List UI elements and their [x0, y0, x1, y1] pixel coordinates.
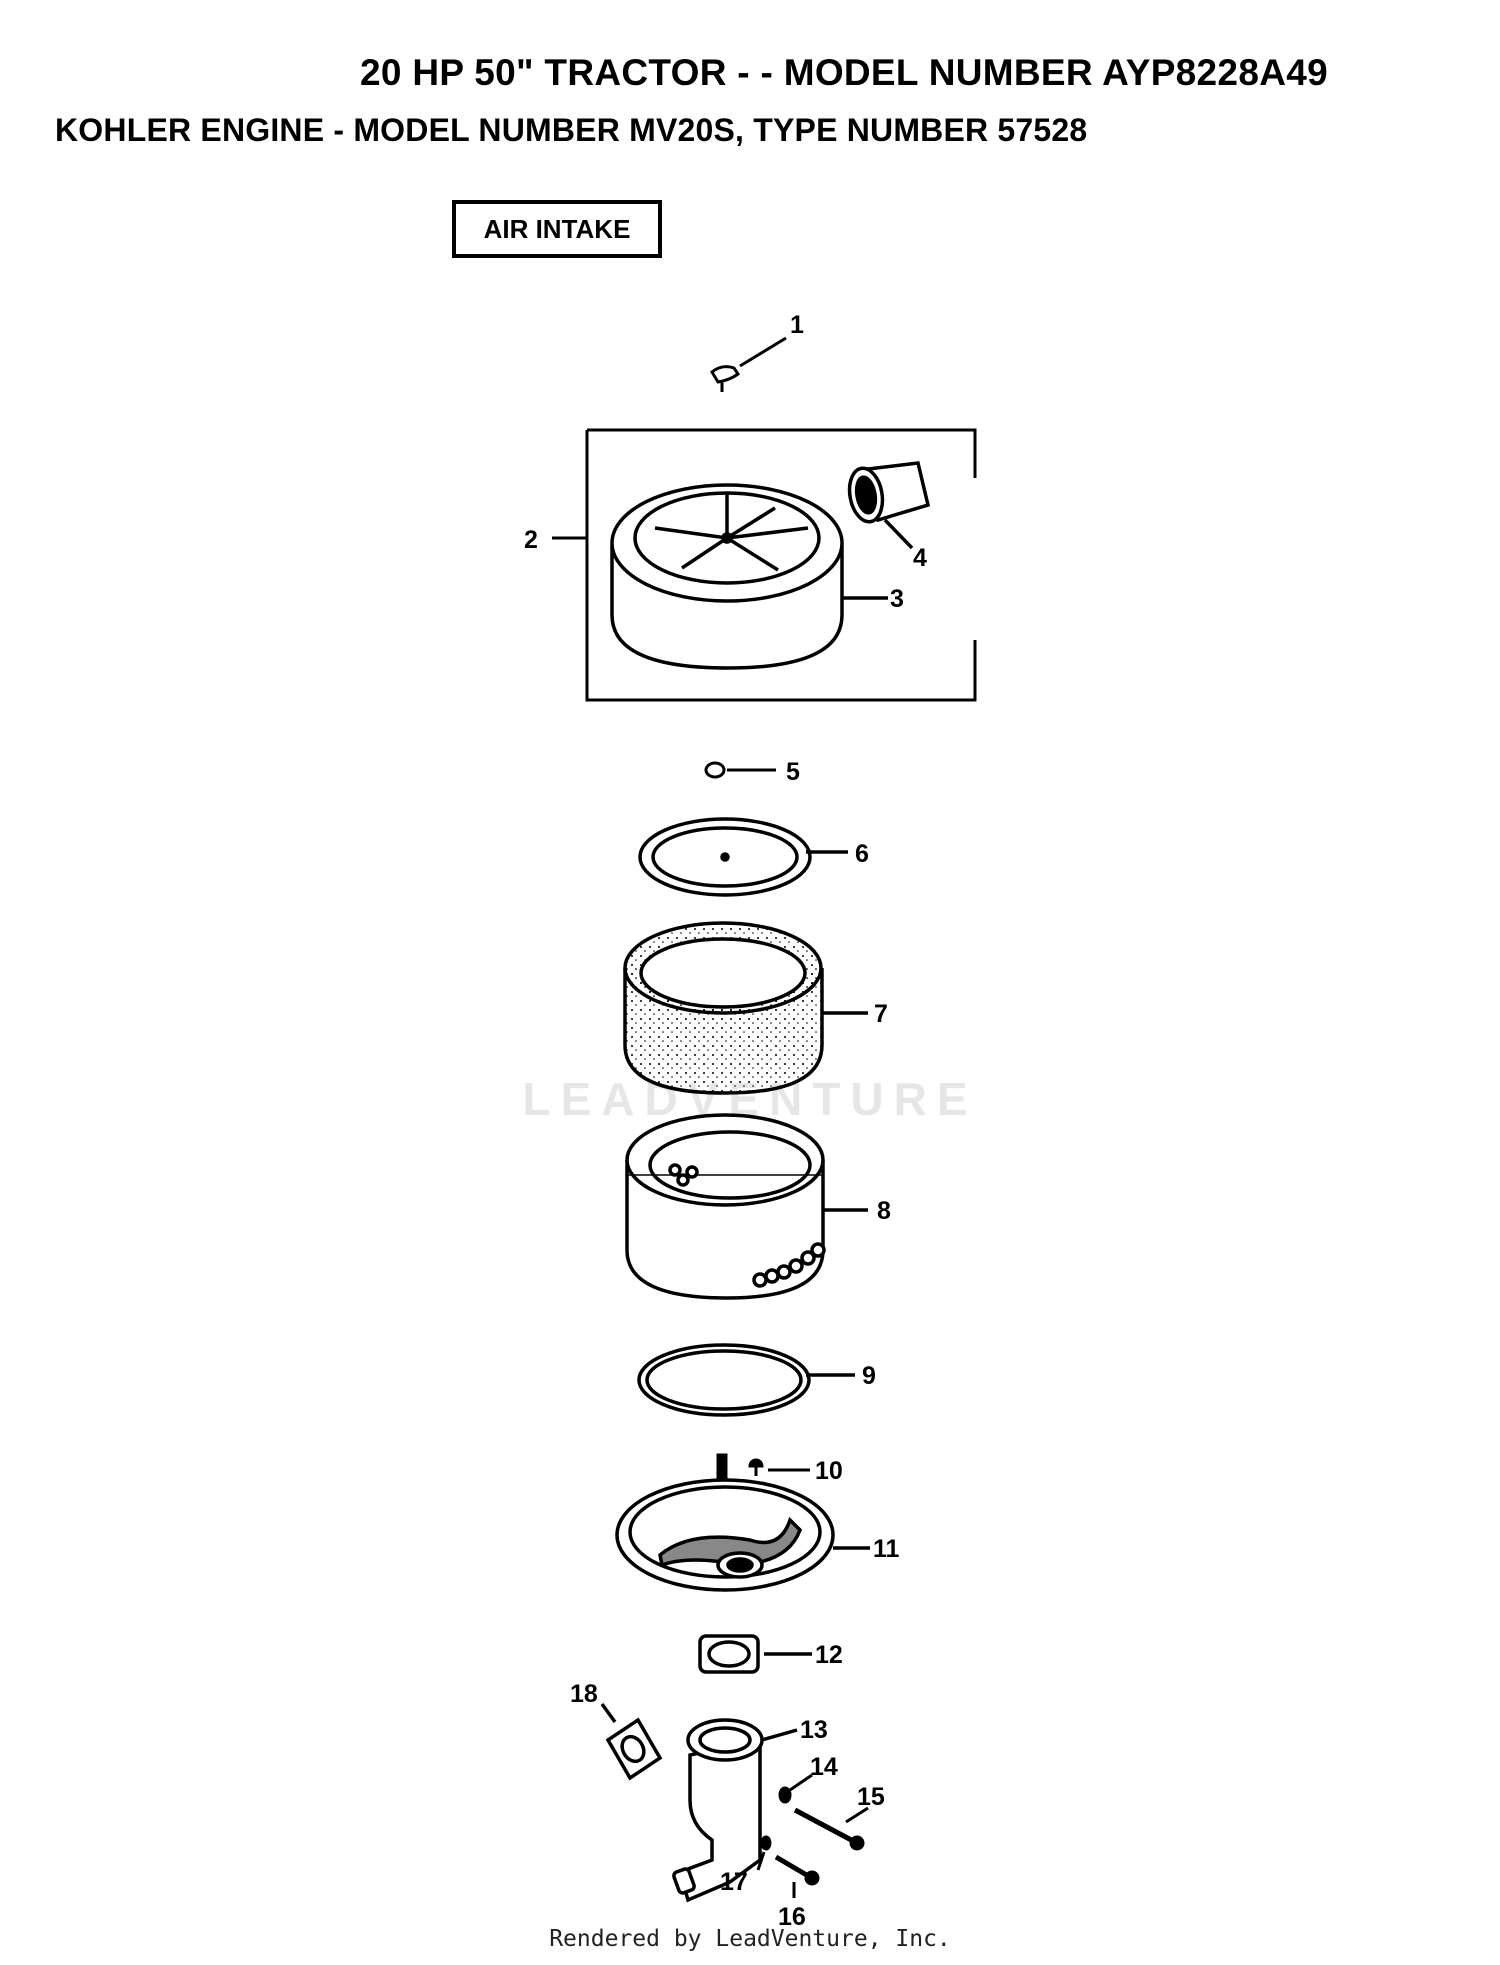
- callout-18: 18: [570, 1680, 598, 1708]
- part-13-elbow: [672, 1718, 798, 1903]
- callout-12: 12: [815, 1641, 843, 1669]
- part-3-cover: [610, 483, 888, 670]
- part-6-cover-plate: [638, 817, 848, 897]
- part-7-precleaner: [623, 921, 868, 1095]
- part-16-screw: [774, 1854, 820, 1898]
- part-5-nut: [704, 761, 776, 779]
- callout-8: 8: [877, 1197, 891, 1225]
- callout-1: 1: [790, 311, 804, 339]
- callout-13: 13: [800, 1716, 828, 1744]
- part-8-filter-element: [625, 1113, 868, 1300]
- part-11-base: [615, 1478, 870, 1592]
- part-9-seal-ring: [637, 1343, 855, 1417]
- callout-14: 14: [810, 1753, 838, 1781]
- part-12-gasket: [698, 1634, 812, 1674]
- part-14-washer: [778, 1773, 813, 1804]
- callout-7: 7: [874, 1000, 888, 1028]
- callout-3: 3: [890, 585, 904, 613]
- footer-credit: Rendered by LeadVenture, Inc.: [549, 1926, 951, 1952]
- part-17-washer: [756, 1835, 772, 1871]
- part-4-inlet-tube: [847, 461, 931, 550]
- callout-11: 11: [873, 1535, 900, 1563]
- callout-2: 2: [524, 526, 538, 554]
- callout-4: 4: [913, 544, 927, 572]
- diagram-title: 20 HP 50" TRACTOR - - MODEL NUMBER AYP82…: [360, 52, 1328, 93]
- callout-5: 5: [786, 758, 800, 786]
- callout-15: 15: [857, 1783, 885, 1811]
- callout-10: 10: [815, 1457, 843, 1485]
- part-2-assembly-bracket: [552, 428, 977, 702]
- callout-17: 17: [720, 1868, 748, 1896]
- engine-subtitle: KOHLER ENGINE - MODEL NUMBER MV20S, TYPE…: [55, 112, 1088, 148]
- section-label-box: AIR INTAKE: [452, 200, 662, 258]
- callout-9: 9: [862, 1362, 876, 1390]
- callout-16: 16: [778, 1903, 806, 1931]
- part-1-wing-nut: [710, 336, 787, 392]
- callout-6: 6: [855, 840, 869, 868]
- part-18-gasket: [600, 1702, 663, 1781]
- section-label: AIR INTAKE: [483, 213, 631, 244]
- part-15-long-screw: [793, 1806, 869, 1851]
